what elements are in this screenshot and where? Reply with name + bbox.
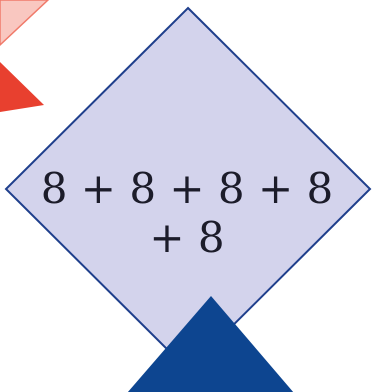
pink-triangle-shape — [0, 0, 50, 47]
expression-text: 8 + 8 + 8 + 8 + 8 — [27, 164, 347, 262]
expression-line-1: 8 + 8 + 8 + 8 — [40, 164, 334, 213]
navy-triangle-shape — [127, 296, 294, 392]
red-triangle-shape — [0, 62, 44, 112]
expression-line-2: + 8 — [149, 213, 225, 262]
